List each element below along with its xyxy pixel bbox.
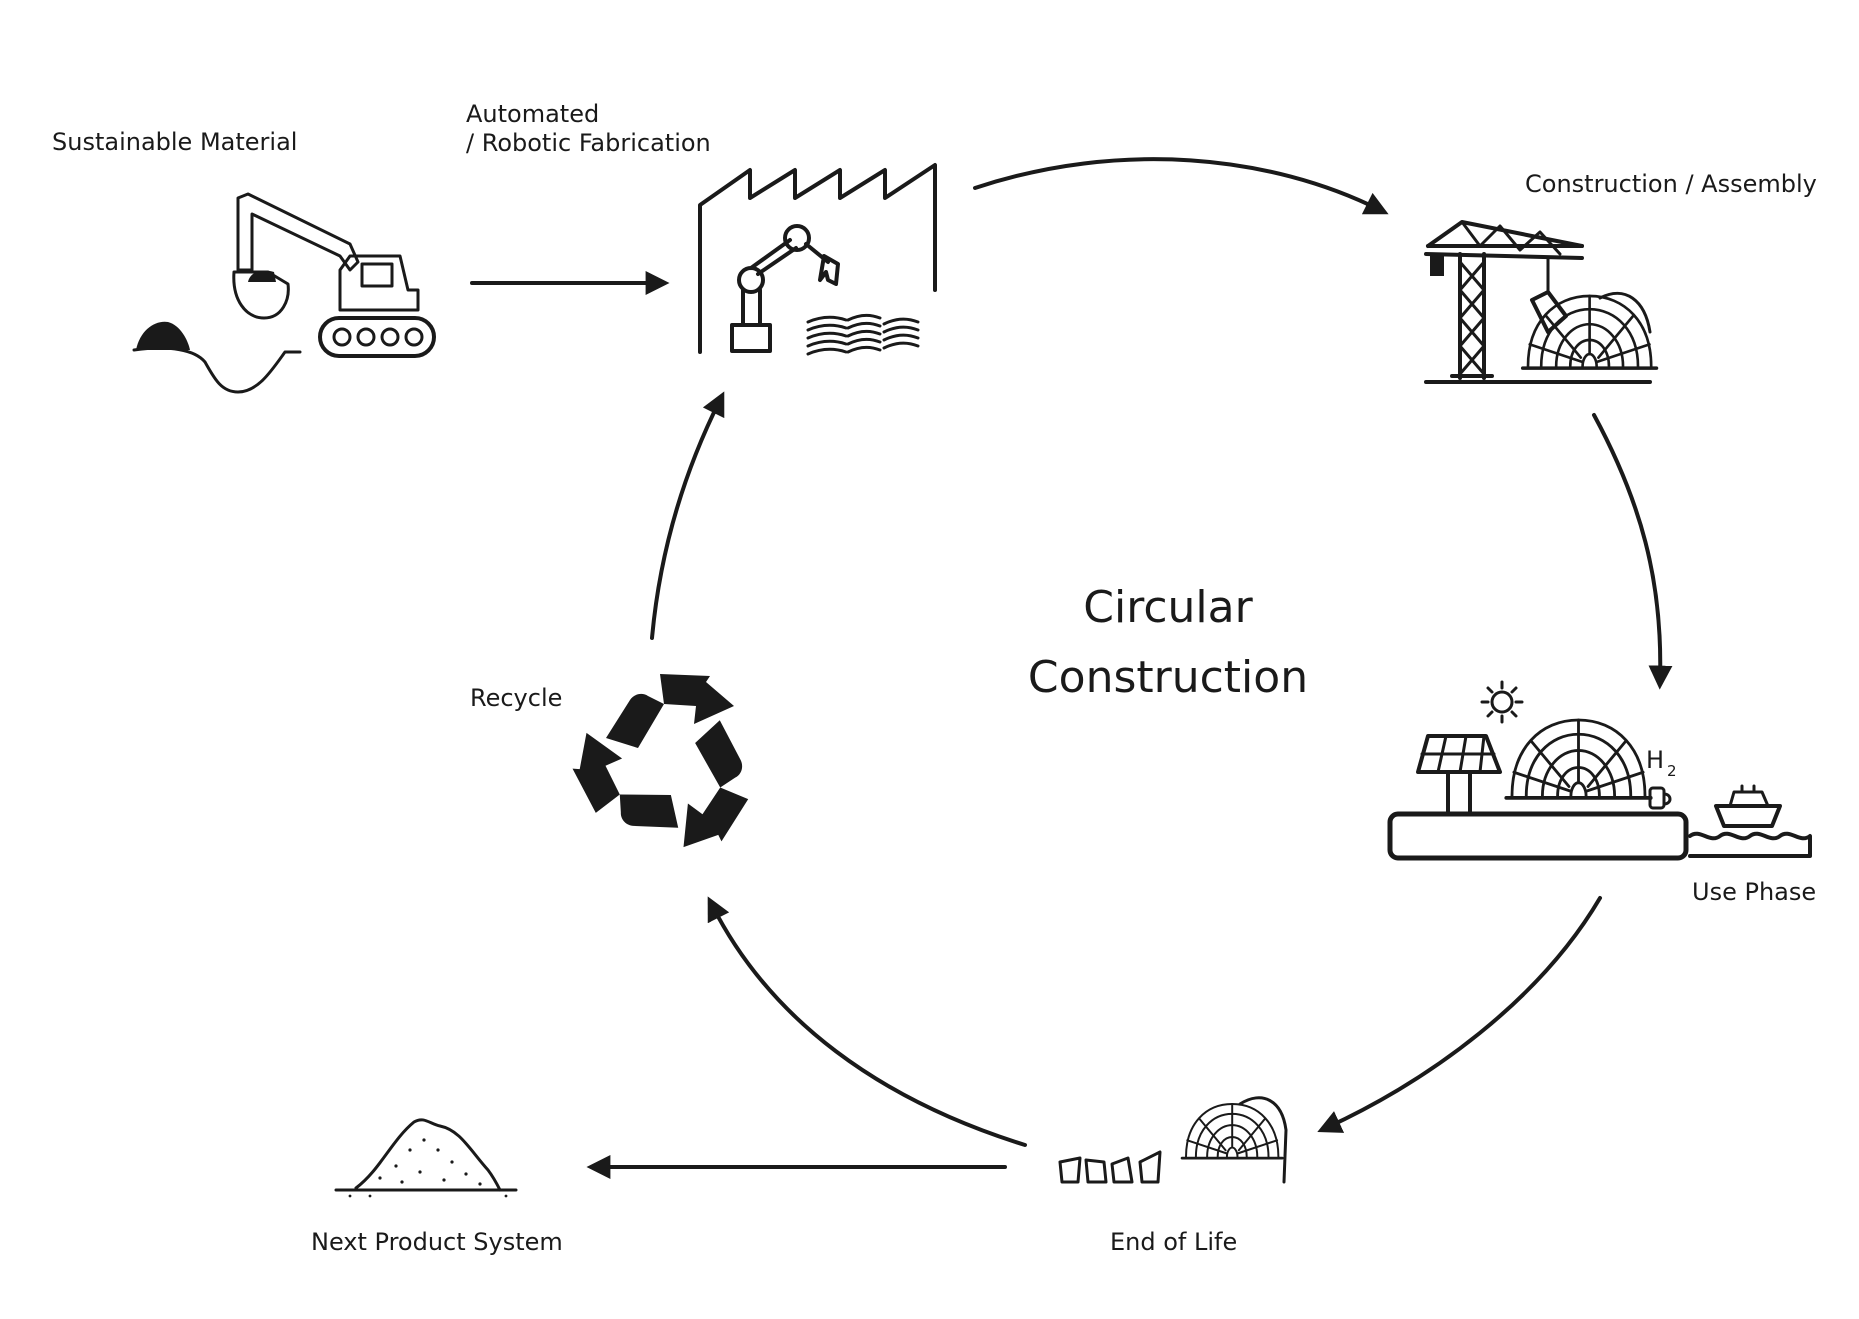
- diagram-title-line1: Circular: [1083, 582, 1253, 633]
- boat-icon: [1714, 784, 1782, 828]
- arrow-endoflife-to-recycle: [707, 896, 1027, 1147]
- arrow-construction-to-use: [1592, 413, 1673, 690]
- label-end-of-life: End of Life: [1110, 1228, 1237, 1256]
- sun-icon: [1480, 680, 1524, 724]
- dome-pavilion-icon: [1504, 718, 1653, 800]
- label-construction-assembly: Construction / Assembly: [1525, 170, 1817, 198]
- hydrogen-tank-icon: [1648, 786, 1672, 810]
- rubble-pieces-icon: [1058, 1150, 1162, 1184]
- hydrogen-label: H: [1646, 746, 1664, 774]
- arrow-recycle-to-fabrication: [650, 391, 725, 640]
- label-next-product-system: Next Product System: [311, 1228, 563, 1256]
- use-phase-scene: H 2: [1387, 680, 1812, 861]
- label-use-phase: Use Phase: [1692, 878, 1816, 906]
- label-fabrication-line1: Automated: [466, 100, 599, 128]
- factory-robot-icon: [698, 163, 937, 356]
- label-sustainable-material: Sustainable Material: [52, 128, 297, 156]
- arrow-use-to-endoflife: [1317, 896, 1602, 1133]
- excavator-icon: [132, 192, 436, 394]
- arrow-fabrication-to-construction: [973, 157, 1389, 215]
- label-recycle: Recycle: [470, 684, 562, 712]
- layered-parts-icon: [806, 313, 920, 356]
- crane-construction-icon: [1424, 220, 1659, 384]
- recycle-icon: [572, 674, 749, 848]
- diagram-title-line2: Construction: [1028, 652, 1308, 703]
- label-fabrication-line2: / Robotic Fabrication: [466, 129, 711, 157]
- material-pile-icon: [334, 1118, 518, 1198]
- hydrogen-subscript: 2: [1667, 762, 1677, 780]
- solar-panel-icon: [1416, 734, 1502, 814]
- dome-ruin-icon: [1180, 1102, 1284, 1160]
